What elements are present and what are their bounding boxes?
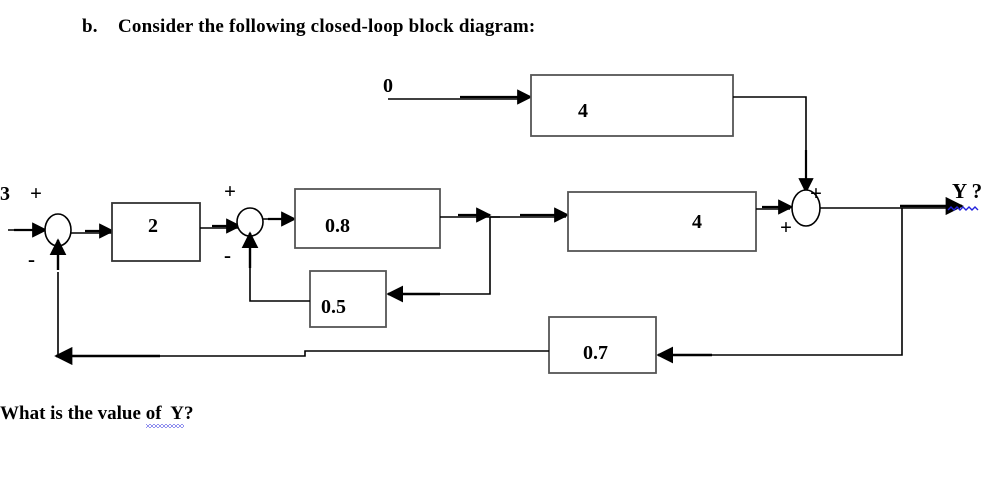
- summing-junction-1-minus-sign: -: [28, 247, 35, 271]
- question-text: What is the value of Y?: [0, 403, 194, 428]
- question-suffix: ?: [184, 403, 194, 424]
- gain-block-0-7: 0.7: [548, 316, 657, 374]
- summing-junction-3-plus-sign-bottom: +: [780, 215, 792, 239]
- gain-block-2: 2: [111, 202, 201, 262]
- output-label-spellcheck-squiggle: [947, 206, 979, 211]
- gain-block-4-label: 4: [692, 211, 702, 233]
- heading-list-label: b.: [82, 16, 98, 37]
- outer-feedback-path: [57, 272, 549, 357]
- disturbance-input-group: 0: [383, 75, 533, 105]
- summing-junction-1: + -: [28, 181, 72, 271]
- block05-to-sum2-path: [249, 268, 310, 302]
- question-spellchecked-word: of Y: [145, 403, 185, 428]
- gain-block-top-4: 4: [530, 74, 734, 137]
- gain-block-0-8-label: 0.8: [325, 215, 350, 237]
- page-heading: b. Consider the following closed-loop blo…: [82, 16, 535, 38]
- summing-junction-3-plus-sign-top: +: [810, 181, 822, 205]
- disturbance-input-label: 0: [383, 75, 393, 97]
- reference-input-label: 3: [0, 183, 10, 205]
- gain-block-0-5-label: 0.5: [321, 296, 346, 318]
- summing-junction-1-plus-sign: +: [30, 181, 42, 205]
- output-label: Y ?: [952, 179, 982, 203]
- gain-block-4: 4: [567, 191, 757, 252]
- summing-junction-3: + +: [780, 181, 822, 239]
- heading-text: Consider the following closed-loop block…: [118, 16, 536, 37]
- top-block-to-sum3-path: [733, 96, 807, 182]
- gain-block-0-7-label: 0.7: [583, 342, 608, 364]
- summing-junction-2: + -: [224, 179, 264, 268]
- gain-block-0-5: 0.5: [309, 270, 387, 328]
- question-prefix: What is the value: [0, 403, 146, 424]
- reference-input-group: 3: [0, 183, 48, 238]
- gain-block-2-label: 2: [148, 215, 158, 237]
- summing-junction-2-plus-sign: +: [224, 179, 236, 203]
- gain-block-0-8: 0.8: [294, 188, 441, 249]
- summing-junction-2-minus-sign: -: [224, 243, 231, 267]
- output-tap-to-block07-path: [670, 208, 903, 356]
- gain-block-top-4-label: 4: [578, 100, 588, 122]
